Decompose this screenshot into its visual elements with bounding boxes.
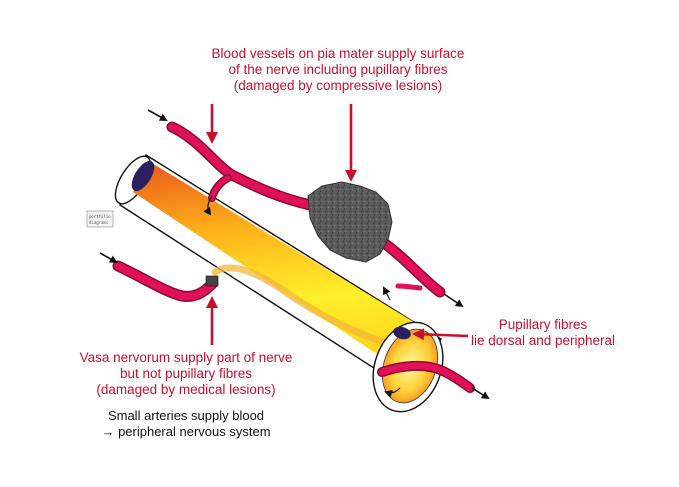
stamp-line-1: portfolio xyxy=(89,214,111,219)
stamp-line-2: diagrams xyxy=(89,220,109,225)
flow-arrow-icon xyxy=(99,252,118,263)
flow-arrow-icon xyxy=(147,109,168,121)
caption-line-2: → peripheral nervous system xyxy=(101,424,270,439)
vasa-nervorum-vessel xyxy=(112,260,219,302)
flow-arrow-icon xyxy=(203,195,213,216)
nerve-proximal-end xyxy=(131,160,155,192)
flow-arrow-icon xyxy=(383,286,391,301)
label-pia-vessels: Blood vessels on pia mater supply surfac… xyxy=(212,46,465,93)
flow-arrow-icon xyxy=(471,387,490,400)
compressive-lesion-icon xyxy=(307,181,393,263)
label-pia-line-1: Blood vessels on pia mater supply surfac… xyxy=(212,46,465,61)
label-pia-line-3: (damaged by compressive lesions) xyxy=(234,78,443,93)
nerve-distal-end xyxy=(372,321,444,413)
inner-vessel-trace xyxy=(211,264,414,354)
flow-arrow-icon xyxy=(384,387,401,398)
caption: Small arteries supply blood → peripheral… xyxy=(101,408,270,439)
label-vasa-line-1: Vasa nervorum supply part of nerve xyxy=(80,350,293,365)
label-pupillary-line-2: lie dorsal and peripheral xyxy=(471,333,615,348)
label-vasa-line-2: but not pupillary fibres xyxy=(120,366,252,381)
flow-arrows xyxy=(99,109,490,400)
pointer-to-pupillary-fibres xyxy=(412,328,469,341)
label-vasa-nervorum: Vasa nervorum supply part of nerve but n… xyxy=(80,350,293,397)
nerve-body xyxy=(133,162,432,380)
annotation-pointers xyxy=(206,104,469,345)
flow-arrow-icon xyxy=(443,293,464,308)
label-pupillary-fibres: Pupillary fibres lie dorsal and peripher… xyxy=(471,317,615,348)
caption-line-1: Small arteries supply blood xyxy=(108,408,264,423)
label-pupillary-line-1: Pupillary fibres xyxy=(499,317,588,332)
label-vasa-line-3: (damaged by medical lesions) xyxy=(96,382,275,397)
portfolio-stamp: portfolio diagrams xyxy=(86,210,114,228)
pupillary-fibres-bundle xyxy=(393,326,411,340)
distal-exit-vessel xyxy=(377,360,475,393)
label-pia-line-2: of the nerve including pupillary fibres xyxy=(228,62,447,77)
vasa-entry-point xyxy=(205,275,219,287)
